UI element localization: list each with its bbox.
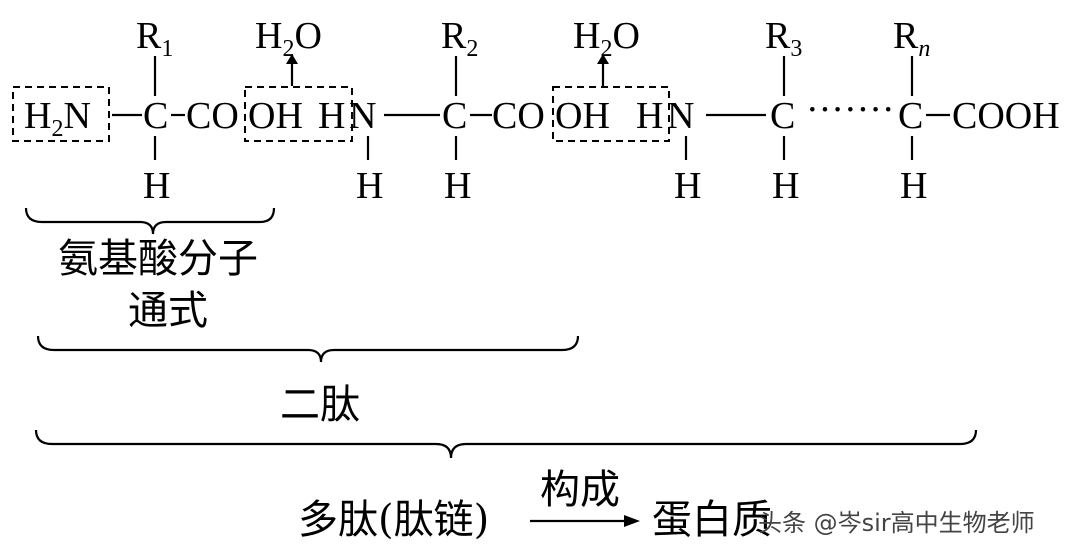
alpha-carbon-1: C	[143, 95, 168, 137]
water-2-arrowhead	[597, 54, 609, 64]
hydroxyl-1: OH	[248, 95, 303, 137]
polypeptide-brace	[34, 429, 978, 459]
amide-h-2: H	[636, 95, 663, 137]
water-1-arrowhead	[286, 54, 298, 64]
nitrogen-2: N	[349, 95, 376, 137]
h-cn: H	[900, 165, 927, 207]
h-c2: H	[444, 165, 471, 207]
carboxyl-co-1: CO	[186, 95, 239, 137]
alpha-carbon-3: C	[770, 95, 795, 137]
water-1: H2O	[255, 15, 322, 62]
h-c3: H	[772, 165, 799, 207]
alpha-carbon-2: C	[442, 95, 467, 137]
rn-group: Rn	[893, 15, 930, 62]
r1-group: R1	[136, 15, 173, 62]
r3-group: R3	[765, 15, 802, 62]
alpha-carbon-n: C	[898, 95, 923, 137]
r2-group: R2	[441, 15, 478, 62]
watermark: 头条 @岑sir高中生物老师	[758, 509, 1035, 537]
dipeptide-label: 二肽	[280, 382, 360, 428]
h-c1: H	[143, 165, 170, 207]
forms-arrowhead	[624, 515, 640, 527]
amide-h-1: H	[318, 95, 345, 137]
water-2: H2O	[573, 15, 640, 62]
protein-label: 蛋白质	[652, 497, 772, 543]
carboxyl-co-2: CO	[492, 95, 545, 137]
arrow-label: 构成	[540, 467, 620, 513]
polypeptide-label: 多肽(肽链)	[298, 497, 489, 543]
amino-group: H2N	[24, 95, 91, 142]
chain-continuation-dots: ·······	[806, 89, 895, 131]
hydroxyl-2: OH	[555, 95, 610, 137]
nitrogen-3: N	[667, 95, 694, 137]
dehydration-box-1	[244, 86, 353, 142]
h-n2: H	[356, 165, 383, 207]
amino-acid-label-line1: 氨基酸分子	[58, 236, 258, 282]
amino-group-box	[12, 86, 110, 142]
amino-acid-brace	[24, 207, 276, 235]
dehydration-box-2	[552, 86, 670, 142]
dipeptide-brace	[36, 335, 580, 363]
h-n3: H	[674, 165, 701, 207]
amino-acid-label-line2: 通式	[128, 288, 208, 334]
terminal-carboxyl: COOH	[952, 95, 1060, 137]
